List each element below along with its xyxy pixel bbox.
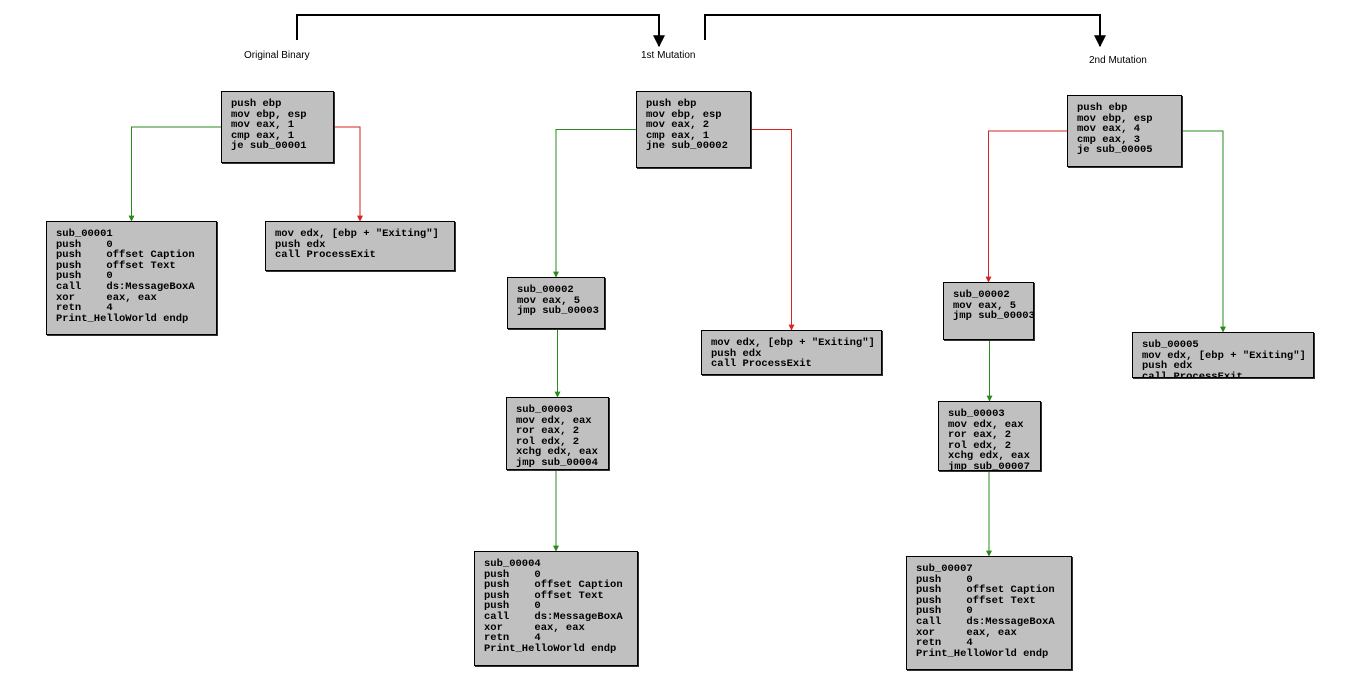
- code-line: xchg edx, eax: [516, 446, 598, 459]
- connector-first-to-second: [704, 14, 1106, 48]
- code-line: ror eax, 2: [516, 425, 580, 438]
- code-line: jmp sub_00004: [516, 456, 598, 469]
- code-line: push 0: [56, 238, 113, 251]
- code-line: cmp eax, 1: [646, 129, 710, 142]
- code-line: mov edx, [ebp + "Exiting"]: [1142, 349, 1306, 362]
- code-line: mov edx, [ebp + "Exiting"]: [711, 337, 875, 349]
- code-line: mov eax, 1: [231, 119, 295, 132]
- code-line: call ds:MessageBoxA: [484, 610, 623, 623]
- code-line: call ds:MessageBoxA: [56, 280, 195, 293]
- code-line: push offset Caption: [916, 584, 1055, 597]
- code-line: sub_00002: [953, 289, 1010, 301]
- edge-o_entry-to-o_sub1: [128, 126, 221, 222]
- code-line: mov eax, 5: [517, 294, 581, 307]
- label-second-mutation: 2nd Mutation: [1089, 55, 1147, 66]
- code-line: sub_00002: [517, 284, 574, 296]
- code-line: push 0: [916, 573, 973, 586]
- edge-m2_entry-to-m2_sub2: [985, 130, 1067, 283]
- code-line: sub_00004: [484, 558, 541, 570]
- code-line: push ebp: [1077, 102, 1128, 114]
- code-line: sub_00007: [916, 563, 973, 575]
- code-line: push ebp: [646, 98, 697, 110]
- edge-m1_entry-to-m1_sub2: [553, 129, 636, 278]
- code-line: push offset Caption: [56, 249, 195, 262]
- code-line: Print_HelloWorld endp: [484, 642, 617, 655]
- code-line: Print_HelloWorld endp: [56, 312, 189, 325]
- code-line: call ProcessExit: [711, 358, 812, 371]
- edge-m1_entry-to-m1_exit: [751, 129, 795, 331]
- code-line: rol edx, 2: [516, 435, 580, 448]
- code-line: mov ebp, esp: [231, 108, 307, 121]
- code-line: push offset Text: [484, 589, 604, 602]
- code-line: xor eax, eax: [484, 621, 585, 634]
- code-line: retn 4: [916, 637, 973, 650]
- code-line: sub_00003: [948, 408, 1005, 420]
- code-line: rol edx, 2: [948, 439, 1012, 452]
- edge-m2_entry-to-m2_sub5: [1182, 130, 1226, 333]
- code-line: mov edx, eax: [948, 418, 1024, 431]
- code-line: jmp sub_00007: [948, 460, 1030, 471]
- code-line: push 0: [484, 568, 541, 581]
- code-line: je sub_00001: [231, 140, 307, 153]
- code-line: Print_HelloWorld endp: [916, 647, 1049, 660]
- code-line: jmp sub_00003: [953, 310, 1034, 323]
- edge-o_entry-to-o_exit: [334, 126, 363, 222]
- code-line: retn 4: [484, 632, 541, 645]
- code-line: xor eax, eax: [56, 291, 157, 304]
- connector-original-to-first: [296, 14, 665, 48]
- code-line: push ebp: [231, 98, 282, 110]
- code-line: push offset Text: [56, 259, 176, 272]
- code-line: cmp eax, 1: [231, 129, 295, 142]
- code-line: sub_00003: [516, 404, 573, 416]
- code-line: mov edx, [ebp + "Exiting"]: [275, 228, 439, 240]
- code-line: push edx: [275, 238, 326, 251]
- code-line: retn 4: [56, 302, 113, 315]
- label-original-binary: Original Binary: [244, 50, 310, 61]
- code-line: call ProcessExit: [1142, 370, 1243, 378]
- label-first-mutation: 1st Mutation: [641, 50, 696, 61]
- code-line: push edx: [1142, 360, 1193, 373]
- code-line: push offset Text: [916, 594, 1036, 607]
- code-line: mov eax, 2: [646, 119, 710, 132]
- code-line: je sub_00005: [1077, 144, 1153, 157]
- code-line: push edx: [711, 347, 762, 360]
- code-line: sub_00001: [56, 228, 113, 240]
- code-line: xchg edx, eax: [948, 450, 1030, 463]
- code-line: push 0: [484, 600, 541, 613]
- code-line: mov eax, 5: [953, 299, 1017, 312]
- code-line: cmp eax, 3: [1077, 133, 1141, 146]
- code-line: ror eax, 2: [948, 429, 1012, 442]
- code-line: push 0: [916, 605, 973, 618]
- code-line: push 0: [56, 270, 113, 283]
- code-line: jmp sub_00003: [517, 305, 599, 318]
- code-line: call ProcessExit: [275, 249, 376, 262]
- code-line: mov eax, 4: [1077, 123, 1141, 136]
- code-line: sub_00005: [1142, 339, 1199, 351]
- code-line: mov ebp, esp: [646, 108, 722, 121]
- code-line: mov ebp, esp: [1077, 112, 1153, 125]
- code-line: mov edx, eax: [516, 414, 592, 427]
- code-line: push offset Caption: [484, 579, 623, 592]
- code-line: jne sub_00002: [646, 140, 728, 153]
- code-line: call ds:MessageBoxA: [916, 615, 1055, 628]
- flow-edges: [128, 126, 1226, 557]
- code-line: xor eax, eax: [916, 626, 1017, 639]
